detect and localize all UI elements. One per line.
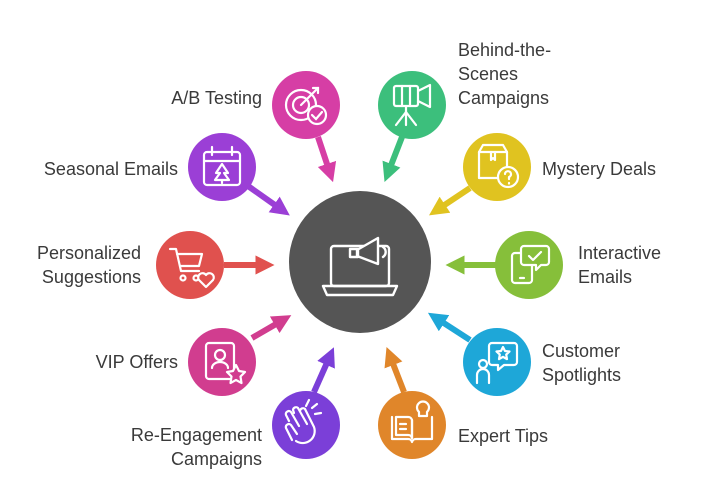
laptop-megaphone-icon — [321, 236, 399, 297]
node-behind-the-scenes-campaigns — [378, 71, 446, 139]
label-mystery-deals: Mystery Deals — [542, 159, 657, 179]
node-personalized-suggestions — [156, 231, 224, 299]
hub-node — [289, 191, 431, 333]
arrow-re-engagement-campaigns — [311, 347, 335, 394]
arrow-ab-testing — [315, 136, 337, 183]
book-bulb-icon — [390, 400, 434, 444]
node-ab-testing — [272, 71, 340, 139]
node-expert-tips — [378, 391, 446, 459]
node-interactive-emails — [495, 231, 563, 299]
label-behind-the-scenes-campaigns: Behind-the- Scenes Campaigns — [458, 40, 552, 108]
label-expert-tips: Expert Tips — [458, 426, 549, 446]
target-check-icon — [284, 86, 328, 126]
calendar-tree-icon — [202, 145, 242, 187]
arrow-behind-the-scenes-campaigns — [382, 135, 405, 182]
tablet-chat-icon — [510, 244, 551, 285]
node-re-engagement-campaigns — [272, 391, 340, 459]
clapping-hands-icon — [284, 398, 323, 445]
arrow-expert-tips — [384, 347, 407, 394]
label-interactive-emails: Interactive Emails — [578, 243, 662, 287]
arrow-customer-spotlights — [427, 312, 472, 343]
node-seasonal-emails — [188, 133, 256, 201]
node-vip-offers — [188, 328, 256, 396]
arrow-mystery-deals — [429, 185, 472, 216]
label-vip-offers: VIP Offers — [95, 352, 178, 372]
arrow-seasonal-emails — [246, 183, 290, 216]
camera-tripod-icon — [392, 83, 432, 127]
person-star-icon — [475, 341, 519, 385]
node-customer-spotlights — [463, 328, 531, 396]
label-customer-spotlights: Customer Spotlights — [542, 341, 622, 385]
arrow-vip-offers — [250, 315, 292, 341]
badge-star-icon — [204, 341, 247, 385]
label-personalized-suggestions: Personalized Suggestions — [36, 243, 141, 287]
label-ab-testing: A/B Testing — [171, 88, 262, 108]
label-re-engagement-campaigns: Re-Engagement Campaigns — [130, 425, 262, 469]
box-question-icon — [477, 143, 520, 189]
node-mystery-deals — [463, 133, 531, 201]
connectors — [224, 135, 496, 394]
label-seasonal-emails: Seasonal Emails — [43, 159, 178, 179]
cart-heart-icon — [168, 247, 215, 289]
